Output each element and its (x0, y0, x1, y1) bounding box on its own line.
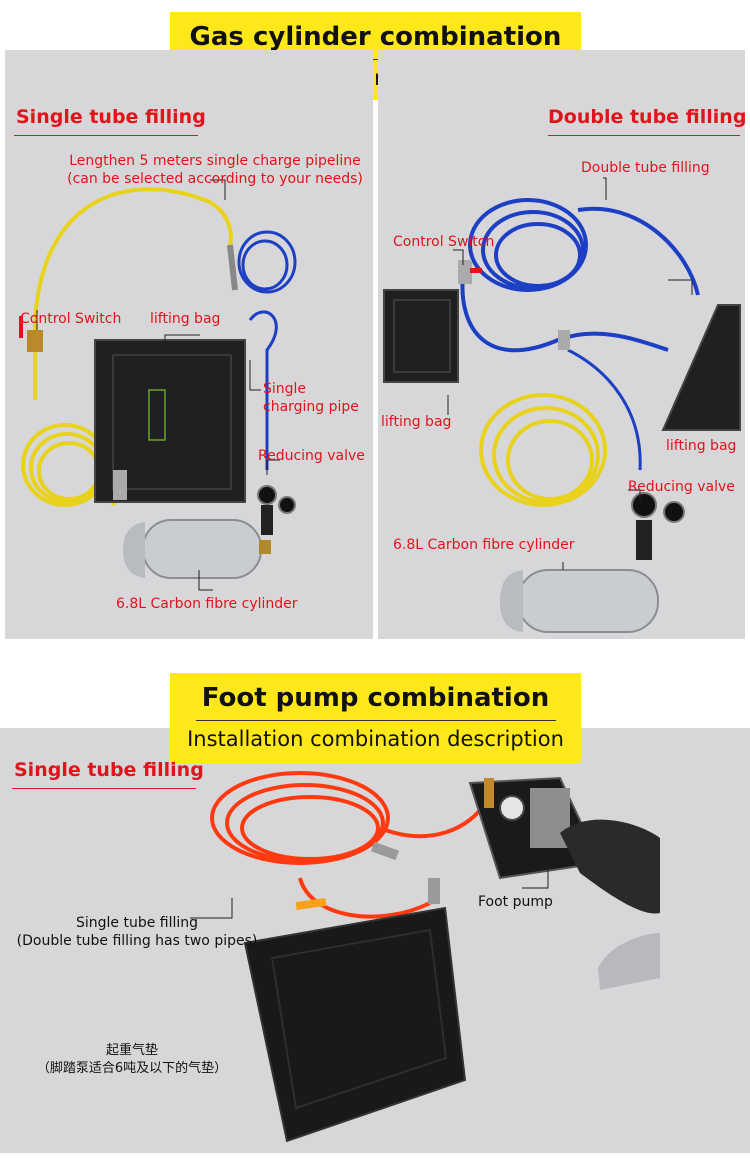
pipeline-label: Lengthen 5 meters single charge pipeline… (50, 152, 380, 188)
control-switch-label-left: Control Switch (20, 311, 122, 327)
single-charging-pipe-line1: Single (263, 381, 307, 397)
reducing-valve-label-left: Reducing valve (258, 448, 365, 464)
foot-pump-banner: Foot pump combination Installation combi… (170, 673, 581, 763)
lifting-bag-label-right-right: lifting bag (666, 438, 737, 454)
foot-pump-subheading: Installation combination description (187, 727, 564, 751)
banner-divider (195, 59, 556, 60)
lifting-bag-label-left: lifting bag (150, 311, 221, 327)
cylinder-label-left: 6.8L Carbon fibre cylinder (116, 596, 298, 612)
foot-single-tube-line2: (Double tube filling has two pipes) (16, 933, 258, 949)
reducing-valve-label-right: Reducing valve (628, 479, 735, 495)
double-tube-label: Double tube filling (581, 160, 710, 176)
single-tube-gas-title: Single tube filling (16, 106, 206, 128)
single-tube-gas-underline (14, 135, 198, 136)
foot-single-tube-label: Single tube filling (Double tube filling… (6, 914, 268, 950)
foot-banner-divider (195, 720, 556, 721)
single-charging-pipe-line2: charging pipe (263, 399, 359, 415)
air-cushion-line2: （脚踏泵适合6吨及以下的气垫） (36, 1061, 228, 1076)
foot-single-tube-title: Single tube filling (14, 759, 204, 781)
pipeline-label-line1: Lengthen 5 meters single charge pipeline (69, 153, 361, 169)
cylinder-label-right: 6.8L Carbon fibre cylinder (393, 537, 575, 553)
control-switch-label-right: Control Switch (393, 234, 495, 250)
double-tube-gas-illustration (383, 177, 741, 633)
double-tube-gas-title: Double tube filling (548, 106, 747, 128)
single-tube-gas-illustration (19, 179, 297, 591)
foot-pump-label: Foot pump (478, 894, 553, 910)
lifting-bag-label-right-left: lifting bag (381, 414, 452, 430)
air-cushion-line1: 起重气垫 (105, 1043, 158, 1058)
single-charging-pipe-label: Single charging pipe (263, 380, 359, 416)
double-tube-gas-underline (548, 135, 740, 136)
foot-single-tube-underline (12, 788, 196, 789)
pipeline-label-line2: (can be selected according to your needs… (67, 171, 363, 187)
air-cushion-label: 起重气垫 （脚踏泵适合6吨及以下的气垫） (12, 1042, 252, 1078)
foot-single-tube-line1: Single tube filling (75, 915, 199, 931)
foot-pump-illustration (190, 771, 660, 1143)
foot-pump-heading: Foot pump combination (201, 683, 550, 713)
gas-cylinder-heading: Gas cylinder combination (189, 22, 562, 52)
